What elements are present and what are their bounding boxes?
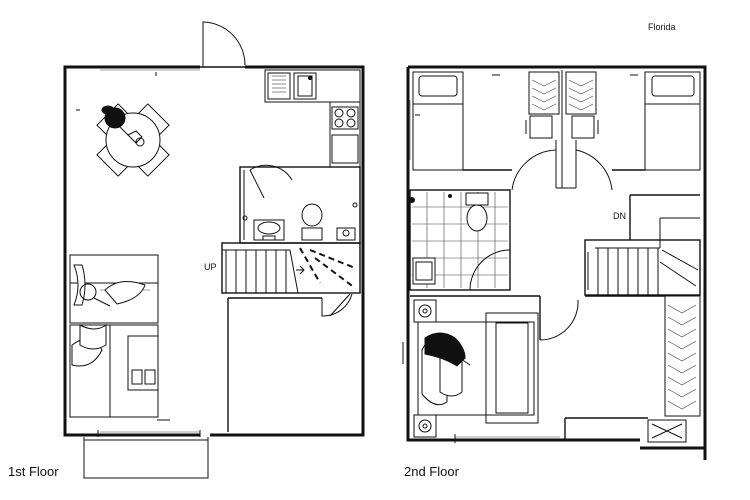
second-floor-plan	[402, 65, 707, 460]
stairs-first-floor	[221, 242, 361, 294]
dining-table	[96, 103, 170, 177]
stairs-down-label: DN	[613, 211, 626, 221]
stairs-second-floor	[584, 194, 701, 296]
bathroom-second-floor	[409, 189, 511, 291]
stairs-up-label: UP	[204, 262, 217, 272]
right-closet	[564, 295, 701, 443]
first-floor-label: 1st Floor	[8, 464, 59, 479]
living-room-furniture	[69, 254, 170, 421]
master-bedroom	[402, 295, 665, 438]
wardrobe-closets	[525, 70, 599, 189]
first-floor-plan	[63, 21, 365, 479]
second-floor-label: 2nd Floor	[404, 464, 459, 479]
location-label: Florida	[648, 22, 676, 32]
